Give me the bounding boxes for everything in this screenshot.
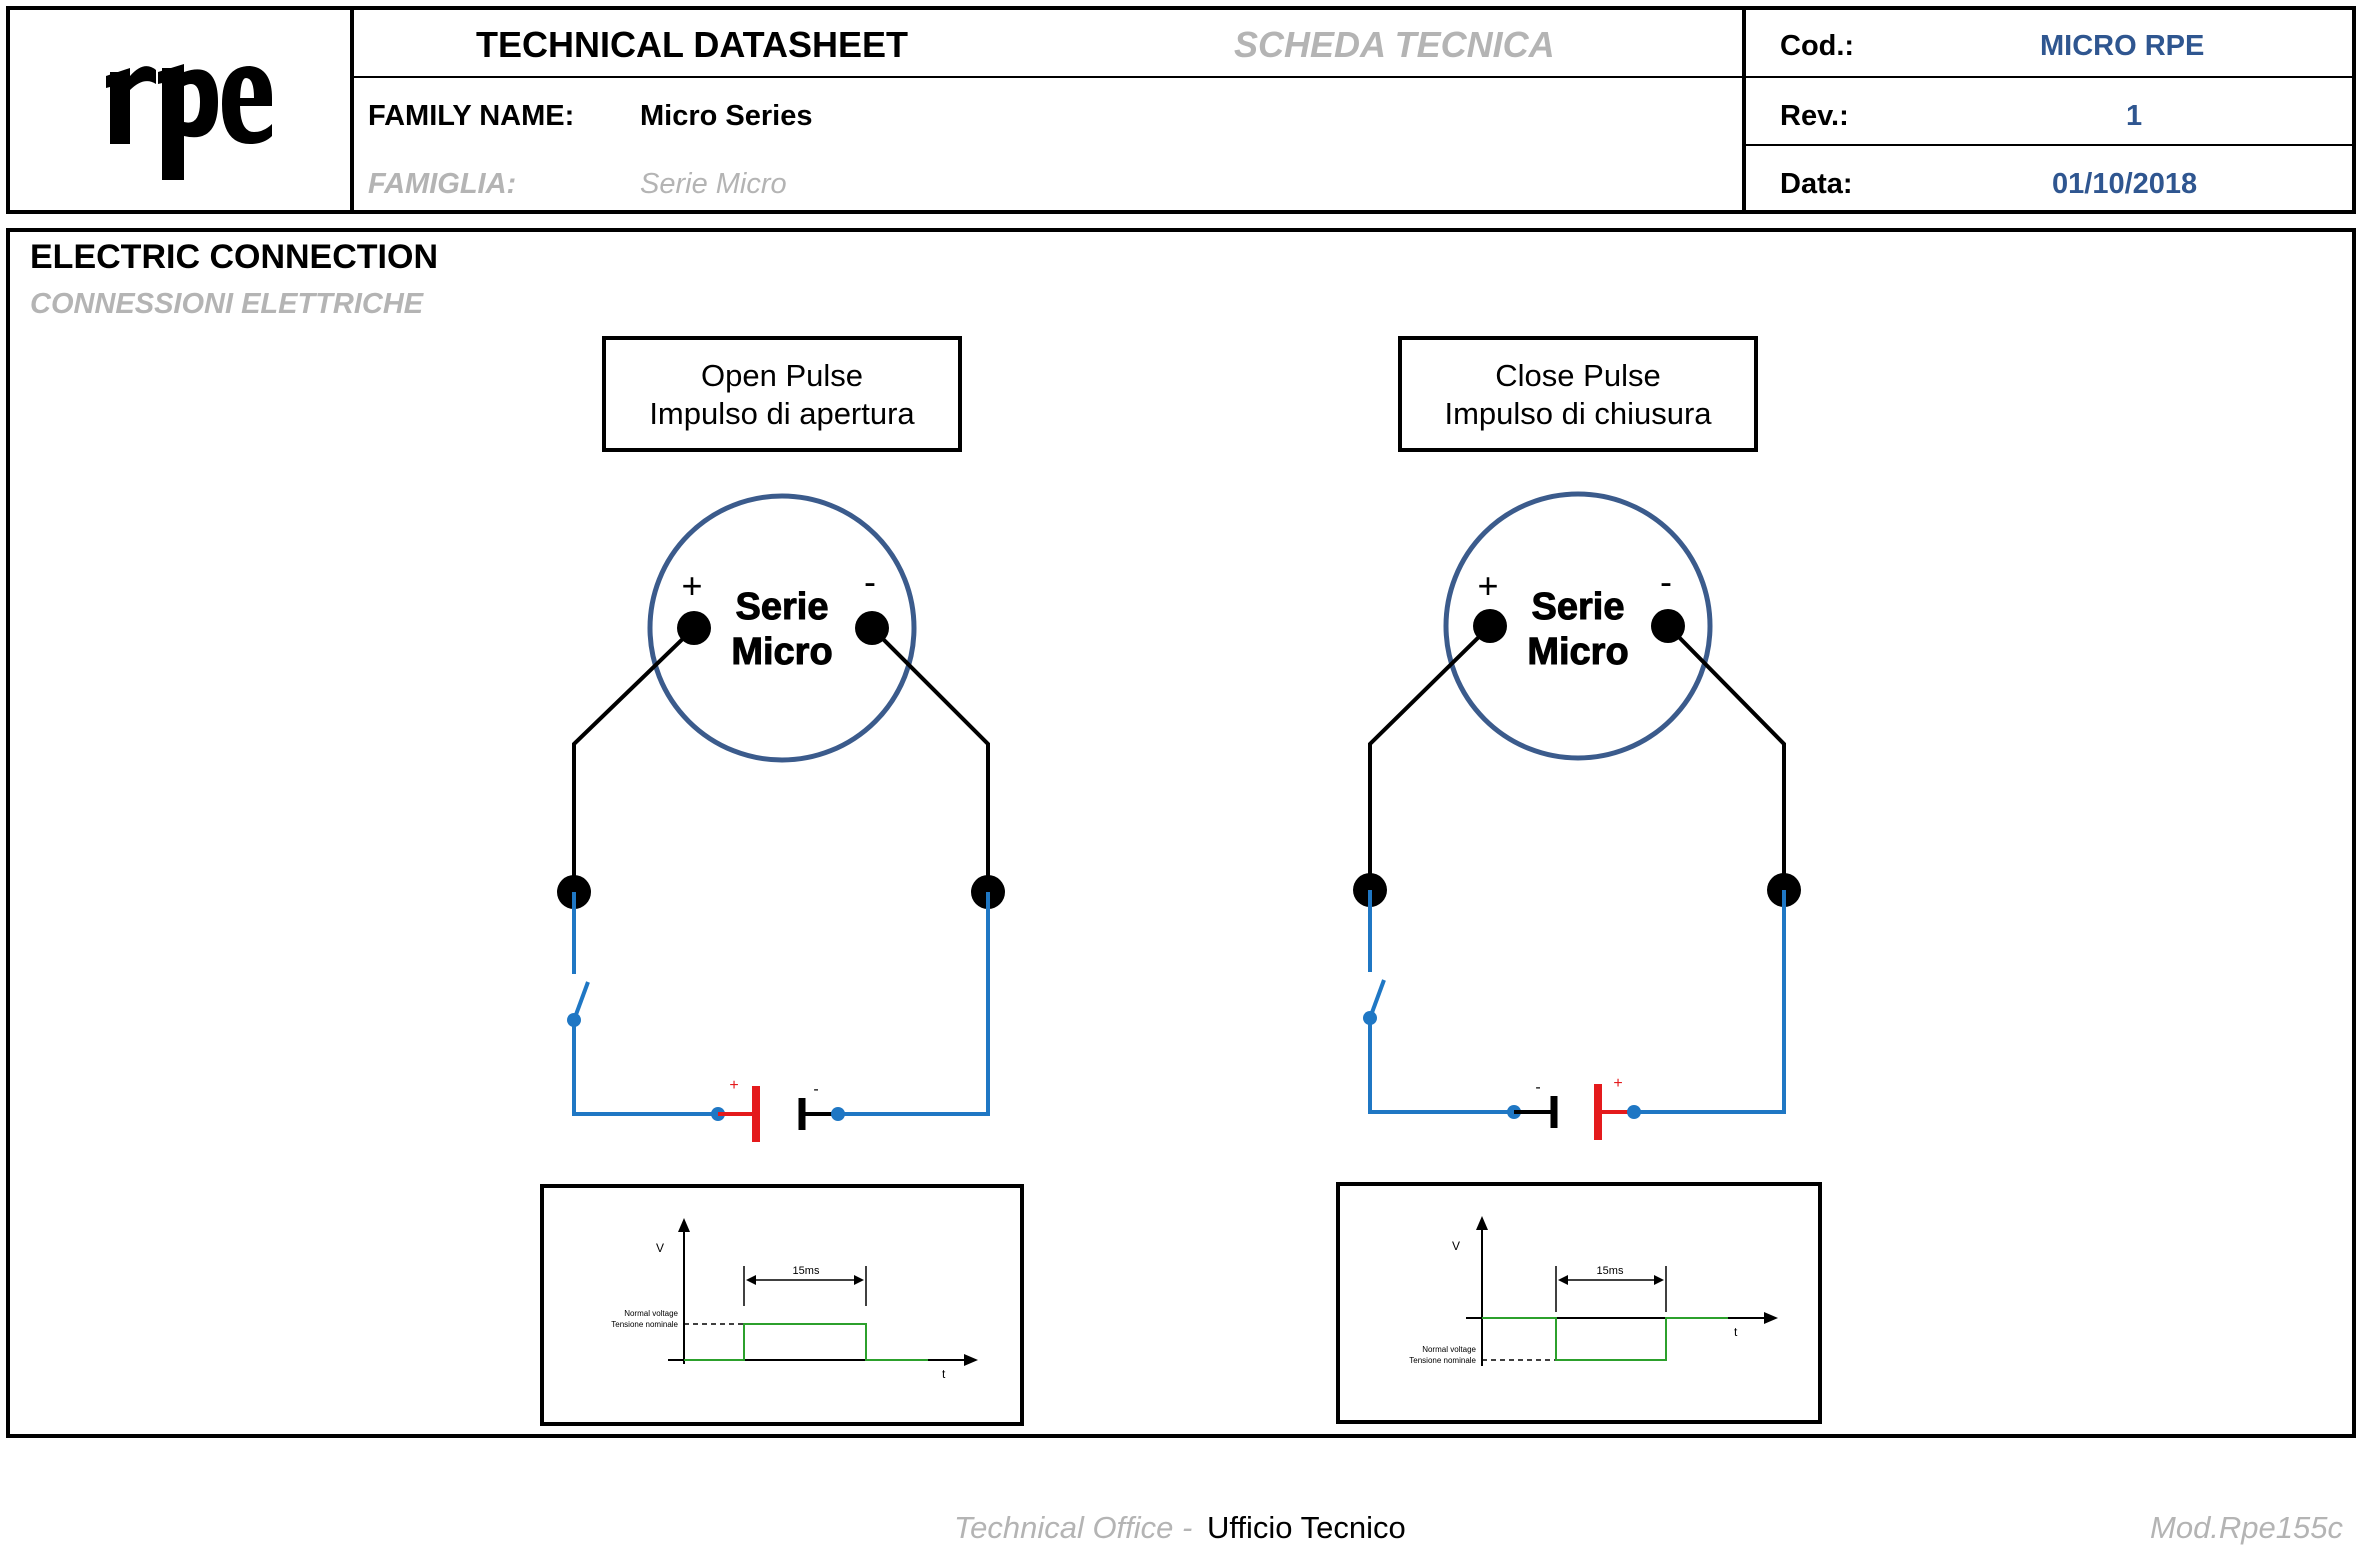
battery-positive-sign: + xyxy=(729,1077,738,1094)
date-value: 01/10/2018 xyxy=(2052,168,2198,200)
open-pulse-box: Open Pulse Impulso di apertura xyxy=(602,336,962,452)
date-label: Data: xyxy=(1780,168,1853,200)
coil-ring-icon xyxy=(1443,491,1713,761)
wave-label-nominal: Tensione nominale xyxy=(1409,1356,1476,1365)
open-pulse-waveform: V t 15ms Normal voltage Tensione nominal… xyxy=(540,1184,1024,1426)
coil-label-line1: Serie xyxy=(736,586,829,628)
coil-terminal-plus xyxy=(677,611,711,645)
family-label-it: FAMIGLIA: xyxy=(368,168,517,200)
wave-duration-label: 15ms xyxy=(1597,1265,1624,1277)
family-value-it: Serie Micro xyxy=(640,168,787,200)
footer-office-it: Ufficio Tecnico xyxy=(1206,1510,1406,1545)
close-pulse-waveform: V t 15ms Normal voltage Tensione nominal… xyxy=(1336,1182,1822,1424)
wave-label-normal: Normal voltage xyxy=(1422,1345,1476,1354)
section-title-en: ELECTRIC CONNECTION xyxy=(30,238,438,276)
coil-terminal-plus xyxy=(1473,609,1507,643)
title-it: SCHEDA TECNICA xyxy=(1234,24,1555,65)
battery-negative-sign: - xyxy=(1535,1079,1540,1096)
open-pulse-label-it: Impulso di apertura xyxy=(649,396,915,431)
rev-value: 1 xyxy=(2126,100,2143,132)
wave-t-label: t xyxy=(1734,1325,1738,1339)
coil-plus-sign: + xyxy=(681,565,702,606)
open-pulse-circuit: Serie Micro + - + - xyxy=(557,493,1005,1142)
battery-negative-sign: - xyxy=(813,1081,818,1098)
wave-label-normal: Normal voltage xyxy=(624,1309,678,1318)
footer-model: Mod.Rpe155c xyxy=(2150,1510,2344,1545)
open-pulse-label-en: Open Pulse xyxy=(701,358,863,393)
wave-t-label: t xyxy=(942,1367,946,1381)
coil-terminal-minus xyxy=(855,611,889,645)
close-pulse-label-it: Impulso di chiusura xyxy=(1444,396,1712,431)
company-logo: rpe xyxy=(104,32,274,182)
coil-terminal-minus xyxy=(1651,609,1685,643)
coil-label-line1: Serie xyxy=(1532,586,1625,628)
coil-label-line2: Micro xyxy=(1527,631,1628,673)
wave-duration-label: 15ms xyxy=(793,1265,820,1277)
header-table: rpe TECHNICAL DATASHEET SCHEDA TECNICA F… xyxy=(6,6,2356,214)
coil-minus-sign: - xyxy=(864,561,876,602)
section-title-it: CONNESSIONI ELETTRICHE xyxy=(30,288,424,320)
wave-v-label: V xyxy=(1452,1239,1460,1253)
title-en: TECHNICAL DATASHEET xyxy=(476,24,908,65)
coil-minus-sign: - xyxy=(1660,561,1672,602)
electric-connection-section: ELECTRIC CONNECTION CONNESSIONI ELETTRIC… xyxy=(6,228,2356,1438)
coil-label-line2: Micro xyxy=(731,631,832,673)
family-label-en: FAMILY NAME: xyxy=(368,100,575,132)
cod-label: Cod.: xyxy=(1780,30,1855,62)
rev-label: Rev.: xyxy=(1780,100,1849,132)
wave-label-nominal: Tensione nominale xyxy=(611,1320,678,1329)
family-value-en: Micro Series xyxy=(640,100,813,132)
coil-plus-sign: + xyxy=(1477,565,1498,606)
wave-v-label: V xyxy=(656,1241,664,1255)
footer: Technical Office - Ufficio Tecnico xyxy=(954,1510,1406,1546)
close-pulse-label-en: Close Pulse xyxy=(1495,358,1661,393)
battery-positive-sign: + xyxy=(1613,1075,1622,1092)
footer-office-en: Technical Office - xyxy=(954,1510,1193,1545)
close-pulse-circuit: Serie Micro + - - + xyxy=(1353,491,1801,1140)
coil-ring-icon xyxy=(647,493,917,763)
close-pulse-box: Close Pulse Impulso di chiusura xyxy=(1398,336,1758,452)
cod-value: MICRO RPE xyxy=(2040,30,2205,62)
